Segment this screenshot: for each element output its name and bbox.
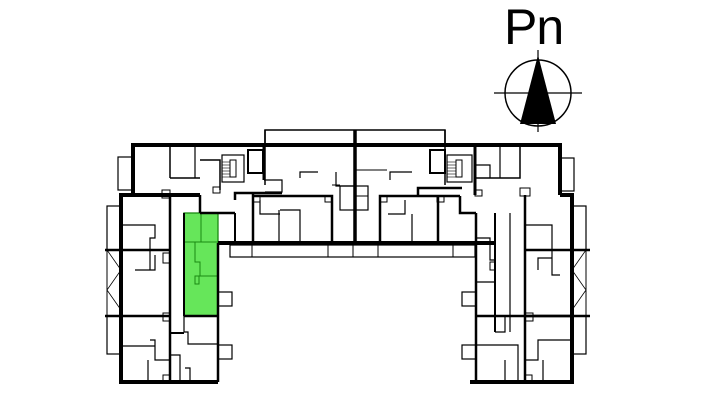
- highlighted-apartment[interactable]: [183, 212, 219, 317]
- building-walls: [105, 129, 590, 384]
- compass-icon: [494, 50, 582, 132]
- north-label: Pn: [504, 0, 564, 55]
